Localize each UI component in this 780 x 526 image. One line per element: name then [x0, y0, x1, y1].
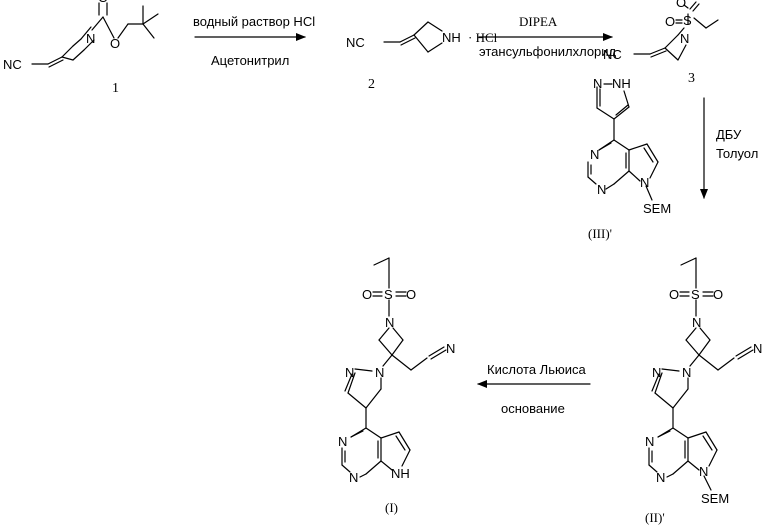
- c6-nh-label: NH: [391, 466, 410, 481]
- c2-salt-label: · HCl: [468, 30, 498, 45]
- c6-azetidine-n-label: N: [385, 315, 394, 330]
- c3-o2-label: O: [676, 0, 686, 10]
- c5-n3-label: N: [645, 434, 654, 449]
- c6-o2-label: O: [406, 287, 416, 302]
- c5-azetidine-n-label: N: [692, 315, 701, 330]
- c4-number: (III)': [588, 226, 612, 241]
- c4-nh-label: NH: [612, 76, 631, 91]
- compound-I: [342, 258, 446, 477]
- compound-2: [384, 22, 442, 52]
- c4-n1-label: N: [593, 76, 602, 91]
- c2-nc-label: NC: [346, 35, 365, 50]
- c6-o1-label: O: [362, 287, 372, 302]
- c3-s-label: S: [683, 13, 692, 28]
- r4-reagent: Кислота Льюиса: [487, 362, 586, 377]
- c5-s-label: S: [691, 287, 700, 302]
- r2-reagent2: этансульфонилхлорид: [479, 44, 617, 59]
- c1-o-carbonyl-label: O: [98, 0, 108, 5]
- c5-nitrile-n-label: N: [753, 341, 762, 356]
- r2-reagent: DIPEA: [519, 14, 558, 29]
- c3-number: 3: [688, 71, 695, 86]
- r4-reagent2: основание: [501, 401, 565, 416]
- compound-II-prime: [649, 258, 753, 490]
- c1-o-ester-label: O: [110, 36, 120, 51]
- c2-number: 2: [368, 77, 375, 92]
- r3-reagent: ДБУ: [716, 127, 742, 142]
- c1-number: 1: [112, 81, 119, 96]
- c5-pyrazole-n2-label: N: [682, 365, 691, 380]
- c5-number: (II)': [645, 510, 665, 525]
- c6-s-label: S: [384, 287, 393, 302]
- c6-pyrazole-n2-label: N: [375, 365, 384, 380]
- c4-sem-label: SEM: [643, 201, 671, 216]
- c3-n-label: N: [680, 31, 689, 46]
- c1-n-label: N: [86, 31, 95, 46]
- c5-n4-label: N: [656, 470, 665, 485]
- c5-n5-label: N: [699, 464, 708, 479]
- c6-number: (I): [385, 500, 398, 515]
- c6-n4-label: N: [349, 470, 358, 485]
- c5-sem-label: SEM: [701, 491, 729, 506]
- c5-pyrazole-n1-label: N: [652, 365, 661, 380]
- c4-n4-label: N: [597, 182, 606, 197]
- c4-n5-label: N: [640, 175, 649, 190]
- c6-pyrazole-n1-label: N: [345, 365, 354, 380]
- c6-n3-label: N: [338, 434, 347, 449]
- c4-n3-label: N: [590, 147, 599, 162]
- compound-3: [634, 2, 718, 60]
- c6-nitrile-n-label: N: [446, 341, 455, 356]
- c5-o2-label: O: [713, 287, 723, 302]
- c1-nc-label: NC: [3, 57, 22, 72]
- c3-o1-label: O: [665, 14, 675, 29]
- r3-solvent: Толуол: [716, 146, 758, 161]
- c5-o1-label: O: [669, 287, 679, 302]
- r1-reagent: водный раствор HCl: [193, 14, 315, 29]
- c2-nh-label: NH: [442, 30, 461, 45]
- r1-solvent: Ацетонитрил: [211, 53, 289, 68]
